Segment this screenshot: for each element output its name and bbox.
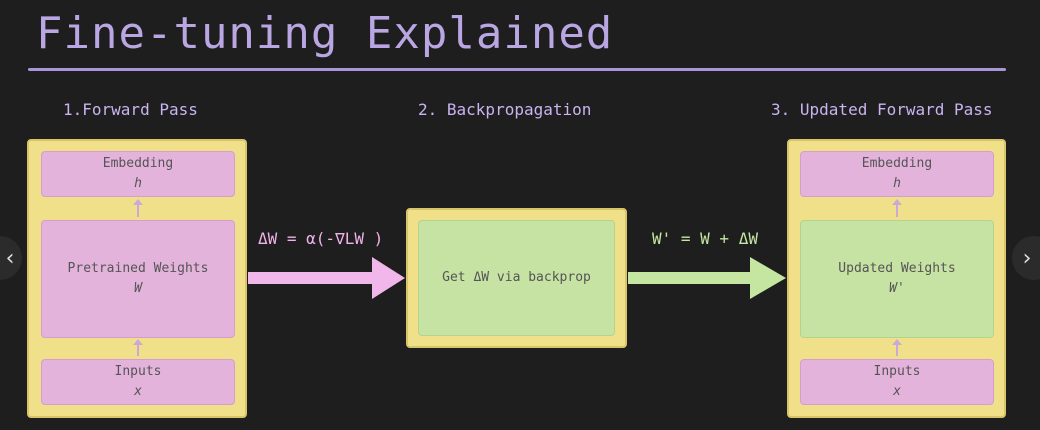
chevron-left-icon: ‹ — [5, 245, 15, 271]
updated-forward-panel: Embedding h Updated Weights W' Inputs x — [787, 139, 1006, 418]
embedding-symbol: h — [134, 176, 142, 191]
prev-slide-button[interactable]: ‹ — [0, 236, 22, 280]
pretrained-weights-box: Pretrained Weights W — [41, 220, 235, 338]
inputs-box: Inputs x — [800, 359, 994, 405]
up-arrow-icon — [133, 199, 143, 217]
next-slide-button[interactable]: › — [1012, 236, 1040, 280]
step-label-backprop: 2. Backpropagation — [418, 100, 592, 119]
inputs-label: Inputs — [873, 364, 921, 379]
step-label-updated: 3. Updated Forward Pass — [771, 100, 993, 119]
up-arrow-icon — [892, 339, 902, 356]
backprop-text: Get ΔW via backprop — [442, 270, 591, 285]
weights-symbol: W — [134, 281, 142, 296]
embedding-box: Embedding h — [800, 151, 994, 197]
embedding-box: Embedding h — [41, 151, 235, 197]
updated-weights-box: Updated Weights W' — [800, 220, 994, 338]
title-divider — [28, 68, 1006, 71]
embedding-symbol: h — [893, 176, 901, 191]
inputs-label: Inputs — [114, 364, 162, 379]
backprop-panel: Get ΔW via backprop — [406, 208, 627, 348]
step-label-forward: 1.Forward Pass — [63, 100, 198, 119]
chevron-right-icon: › — [1022, 245, 1032, 271]
delta-w-formula: ΔW = α(-∇LW ) — [258, 229, 384, 248]
up-arrow-icon — [133, 339, 143, 356]
page-title: Fine-tuning Explained — [36, 8, 614, 59]
inputs-symbol: x — [134, 384, 142, 399]
embedding-label: Embedding — [861, 156, 933, 171]
weights-symbol: W' — [889, 281, 905, 296]
up-arrow-icon — [892, 199, 902, 217]
green-arrow-icon — [628, 257, 786, 299]
backprop-box: Get ΔW via backprop — [418, 220, 615, 336]
inputs-box: Inputs x — [41, 359, 235, 405]
weights-label: Pretrained Weights — [67, 261, 209, 276]
update-formula: W' = W + ΔW — [652, 229, 758, 248]
pink-arrow-icon — [248, 257, 405, 299]
inputs-symbol: x — [893, 384, 901, 399]
embedding-label: Embedding — [102, 156, 174, 171]
weights-label: Updated Weights — [838, 261, 956, 276]
forward-pass-panel: Embedding h Pretrained Weights W Inputs … — [27, 139, 247, 418]
